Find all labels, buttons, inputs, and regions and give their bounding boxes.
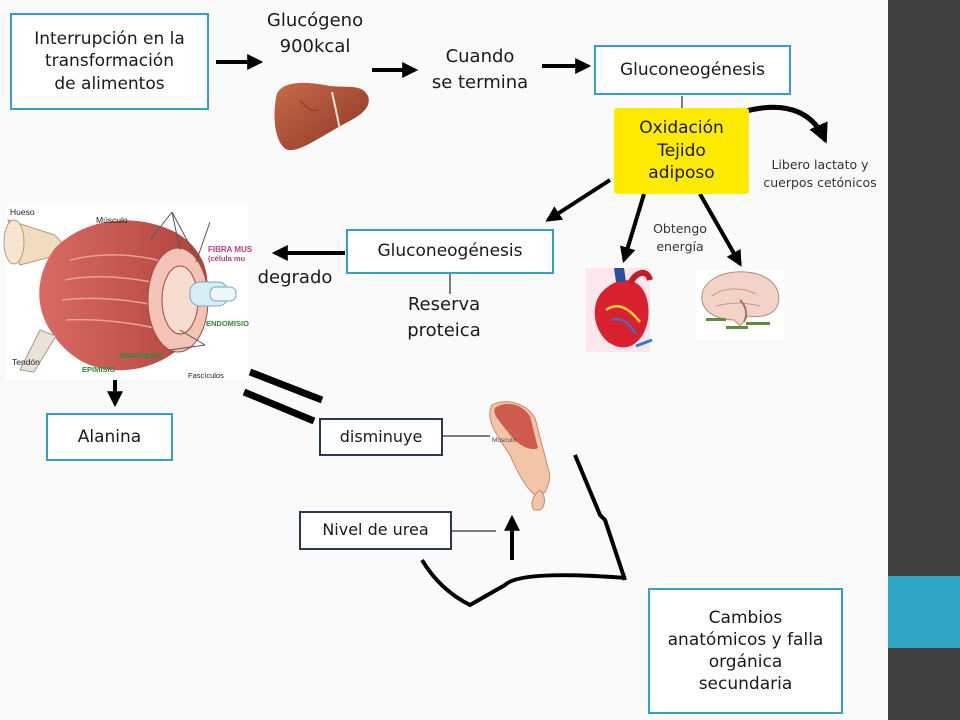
label-reserva: Reserva proteica — [407, 294, 481, 342]
box-disminuye-text: disminuye — [339, 426, 423, 446]
arrow-to-gluconeogenesis-mid — [545, 178, 612, 222]
equals-line-1 — [248, 368, 324, 404]
label-cuando: Cuando se termina — [431, 46, 529, 94]
label-tendon: Tendón — [12, 357, 40, 367]
label-libero: Libero lactato y cuerpos cetónicos — [763, 157, 877, 190]
box-gluconeogenesis-top-text: Gluconeogénesis — [620, 59, 765, 80]
box-gluconeogenesis-top: Gluconeogénesis — [594, 45, 791, 95]
label-epimisio: EPIMISIO — [82, 365, 116, 374]
box-oxidacion: Oxidación Tejido adiposo — [614, 108, 749, 194]
arrow-to-brain — [698, 193, 742, 267]
box-gluconeogenesis-mid-text: Gluconeogénesis — [377, 241, 523, 262]
label-fibra: FIBRA MUS — [208, 245, 253, 254]
label-glucogeno: Glucógeno 900kcal — [266, 10, 364, 58]
box-cambios-text: Cambios anatómicos y falla orgánica secu… — [667, 607, 824, 695]
arm-illustration: Músculo — [489, 401, 551, 511]
label-fasciculos: Fascículos — [188, 371, 224, 380]
curved-arrow-libero — [741, 104, 828, 144]
label-celula: (célula mu — [208, 254, 246, 263]
sidebar-accent — [888, 576, 960, 648]
label-musculo: Músculo — [96, 215, 128, 225]
label-endomisio-2: ENDOMISIO — [120, 351, 163, 360]
muscle-anatomy-illustration: Hueso Músculo FIBRA MUS (célula mu ENDOM… — [3, 205, 253, 380]
label-hueso: Hueso — [10, 207, 35, 217]
box-nivel-urea-text: Nivel de urea — [322, 520, 429, 540]
label-endomisio-1: ENDOMISIO — [206, 319, 249, 328]
brain-illustration — [696, 270, 784, 340]
box-alanina: Alanina — [46, 413, 173, 461]
box-disminuye: disminuye — [319, 418, 443, 456]
box-nivel-urea: Nivel de urea — [299, 511, 452, 550]
label-degrado: degrado — [257, 267, 333, 288]
label-obtengo: Obtengo energía — [653, 221, 707, 254]
arrow-to-heart — [620, 193, 646, 264]
box-alanina-text: Alanina — [77, 426, 142, 447]
box-cambios: Cambios anatómicos y falla orgánica secu… — [648, 588, 843, 714]
box-interrupcion: Interrupción en la transformación de ali… — [10, 13, 209, 110]
heart-illustration — [586, 268, 653, 352]
box-oxidacion-text: Oxidación Tejido adiposo — [639, 117, 724, 184]
equals-line-2 — [242, 388, 316, 425]
box-interrupcion-text: Interrupción en la transformación de ali… — [34, 29, 185, 94]
box-gluconeogenesis-mid: Gluconeogénesis — [346, 229, 554, 274]
liver-illustration — [274, 82, 369, 151]
brace-bracket — [420, 454, 627, 608]
label-arm-musculo: Músculo — [492, 437, 517, 444]
